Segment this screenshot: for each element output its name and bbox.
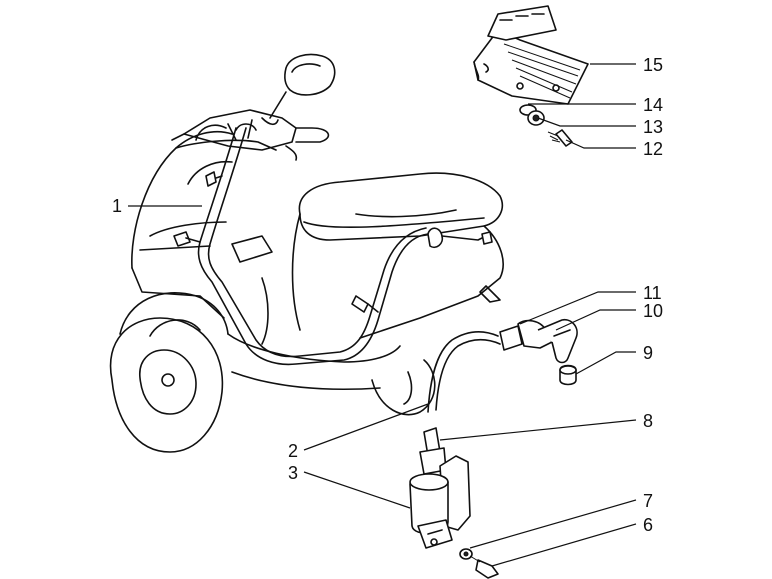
callout-10: 10 <box>643 301 663 321</box>
callout-7: 7 <box>643 491 653 511</box>
callout-14: 14 <box>643 95 663 115</box>
callout-3: 3 <box>288 463 298 483</box>
callout-13: 13 <box>643 117 663 137</box>
callout-9: 9 <box>643 343 653 363</box>
callout-11: 11 <box>643 283 662 303</box>
callout-15: 15 <box>643 55 663 75</box>
callout-6: 6 <box>643 515 653 535</box>
ignition-coil <box>409 427 471 549</box>
voltage-regulator <box>473 5 589 105</box>
leader-lines <box>128 63 637 567</box>
coil-fasteners <box>459 548 499 579</box>
callout-8: 8 <box>643 411 653 431</box>
ht-cable-and-plug-cap <box>427 318 578 413</box>
callout-1: 1 <box>112 196 122 216</box>
wiring-harness <box>173 117 493 366</box>
callout-2: 2 <box>288 441 298 461</box>
regulator-fasteners <box>519 104 573 147</box>
scooter-illustration <box>109 53 504 453</box>
callout-12: 12 <box>643 139 663 159</box>
callout-labels: 1 2 3 6 7 8 9 10 11 12 13 14 15 <box>112 55 663 535</box>
